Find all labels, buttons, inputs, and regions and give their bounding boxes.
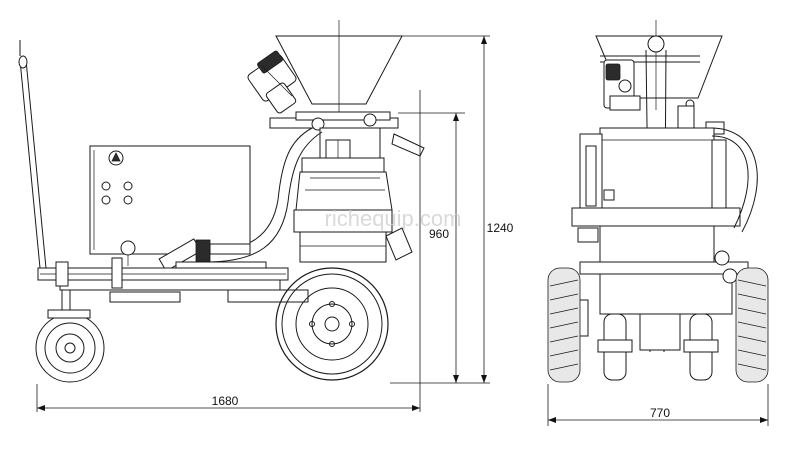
hopper <box>275 20 403 120</box>
rotor-assembly <box>269 111 425 263</box>
front-view: 770 <box>547 20 769 426</box>
chassis <box>37 257 309 303</box>
front-caster-wheel <box>35 290 105 383</box>
dim-width-770: 770 <box>650 406 670 420</box>
control-box <box>89 145 251 266</box>
front-frame <box>577 250 749 351</box>
front-body <box>571 127 741 263</box>
side-view: 1680 960 1240 <box>18 20 514 412</box>
main-wheel <box>275 267 389 381</box>
hopper-motor <box>247 50 297 114</box>
front-hose <box>707 127 758 233</box>
side-dimensions: 1680 960 1240 <box>36 35 514 412</box>
dim-length-1680: 1680 <box>212 394 239 408</box>
front-motor <box>603 59 641 111</box>
watermark: richequip.com <box>325 206 462 231</box>
front-right-wheel <box>735 267 769 383</box>
front-left-wheel <box>547 267 581 383</box>
dim-height-1240: 1240 <box>487 221 514 235</box>
front-caster-wheels <box>597 313 719 381</box>
dim-height-960: 960 <box>429 227 449 241</box>
front-dimensions: 770 <box>547 384 769 426</box>
tow-handle <box>18 40 47 269</box>
